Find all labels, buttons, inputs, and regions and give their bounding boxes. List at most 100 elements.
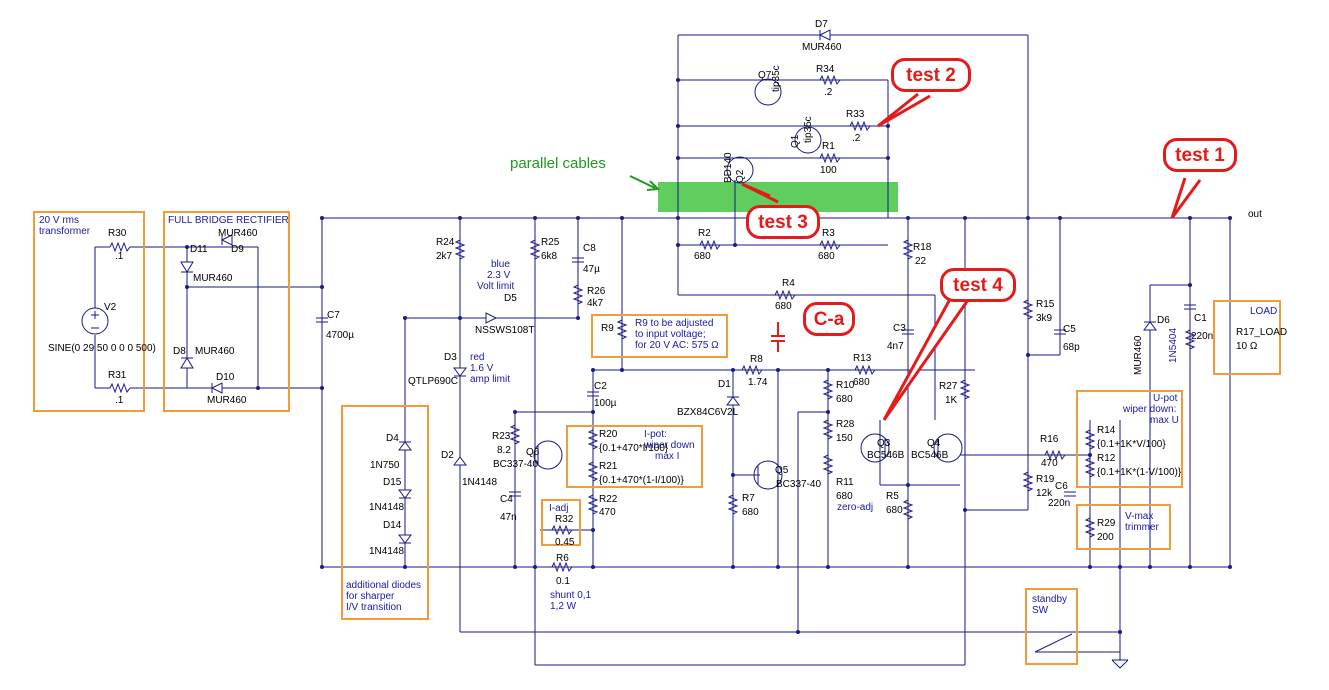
- value-c5: 68p: [1063, 342, 1080, 353]
- label-q5: Q5: [775, 465, 789, 476]
- value-d3: QTLP690C: [408, 376, 459, 387]
- label-r23: R23: [492, 431, 511, 442]
- label-q7: Q7: [758, 70, 772, 81]
- label-r8: R8: [750, 354, 763, 365]
- blue-led-note-3: Volt limit: [477, 281, 515, 292]
- transistors: [533, 78, 963, 490]
- value-r21: {0.1+470*(1-I/100)}: [599, 475, 684, 486]
- blue-led-note-1: blue: [491, 259, 510, 270]
- value-r22: 470: [599, 507, 616, 518]
- label-c2: C2: [594, 381, 607, 392]
- value-q1: tip35c: [803, 116, 814, 143]
- test1-callout: test 1: [1163, 138, 1237, 172]
- label-r28: R28: [836, 419, 855, 430]
- value-c3: 4n7: [887, 341, 904, 352]
- transformer-note-1: 20 V rms: [39, 215, 80, 226]
- label-q1: Q1: [790, 134, 801, 148]
- ca-capacitor-marker: [771, 322, 785, 352]
- label-r21: R21: [599, 461, 618, 472]
- value-r34: .2: [824, 87, 833, 98]
- r9-note-1: R9 to be adjusted: [635, 318, 714, 329]
- value-c1: 220n: [1191, 331, 1214, 342]
- value-d11: MUR460: [193, 273, 233, 284]
- value-r23: 8.2: [497, 445, 511, 456]
- capacitors: [316, 257, 1196, 497]
- label-r1: R1: [822, 141, 835, 152]
- standby-note-2: SW: [1032, 605, 1049, 616]
- value-d15: 1N4148: [369, 502, 405, 513]
- value-r7: 680: [742, 507, 759, 518]
- value-d4: 1N750: [370, 460, 400, 471]
- value-q6: BC337-40: [493, 459, 539, 470]
- v2-source: [81, 307, 109, 335]
- value-v2: SINE(0 29 50 0 0 0 500): [48, 343, 156, 354]
- value-r18: 22: [915, 256, 927, 267]
- label-c3: C3: [893, 323, 906, 334]
- value-r13: 680: [853, 377, 870, 388]
- label-r18: R18: [913, 242, 932, 253]
- parallel-cables-note: parallel cables: [510, 155, 606, 172]
- resistors: [109, 74, 1196, 573]
- value-d6-mur: MUR460: [1133, 335, 1144, 375]
- extra-diodes-note-2: for sharper: [346, 591, 395, 602]
- label-c5: C5: [1063, 324, 1076, 335]
- label-r20: R20: [599, 429, 618, 440]
- standby-switch: [1034, 633, 1129, 669]
- label-d11: D11: [190, 244, 208, 255]
- label-r26: R26: [587, 286, 606, 297]
- iadj-note: I-adj: [549, 503, 569, 514]
- value-d7: MUR460: [802, 42, 842, 53]
- ca-callout: C-a: [803, 302, 855, 336]
- test2-callout: test 2: [891, 58, 971, 92]
- value-r16: 470: [1041, 458, 1058, 469]
- value-r8: 1.74: [748, 377, 768, 388]
- value-r28: 150: [836, 433, 853, 444]
- label-q2: Q2: [735, 169, 746, 183]
- ipot-box: [566, 425, 703, 488]
- label-c7: C7: [327, 310, 340, 321]
- label-d14: D14: [383, 520, 402, 531]
- value-c8: 47µ: [583, 264, 600, 275]
- value-r6: 0.1: [556, 576, 570, 587]
- value-r3: 680: [818, 251, 835, 262]
- upot-box: [1076, 390, 1183, 488]
- label-d5: D5: [504, 293, 517, 304]
- value-c6: 220n: [1048, 498, 1071, 509]
- value-d14: 1N4148: [369, 546, 405, 557]
- value-r2: 680: [694, 251, 711, 262]
- extra-diodes-box: [341, 405, 429, 620]
- standby-note-1: standby: [1032, 594, 1068, 605]
- shunt-note-1: shunt 0,1: [550, 590, 592, 601]
- value-r5: 680: [886, 505, 903, 516]
- iadj-box: [541, 499, 581, 546]
- parallel-arrow: [629, 175, 656, 189]
- label-r2: R2: [698, 228, 711, 239]
- label-r32: R32: [555, 514, 574, 525]
- label-r31: R31: [108, 370, 127, 381]
- vmax-note-1: V-max: [1125, 511, 1154, 522]
- upot-note-3: max U: [1150, 415, 1179, 426]
- value-d6: 1N5404: [1168, 327, 1179, 363]
- label-d10: D10: [216, 372, 235, 383]
- extra-diodes-note-3: I/V transition: [346, 602, 402, 613]
- value-r33: .2: [852, 133, 861, 144]
- ipot-note-2: wiper down: [644, 440, 695, 451]
- label-c1: C1: [1194, 313, 1207, 324]
- label-r25: R25: [541, 237, 560, 248]
- value-d1: BZX84C6V2L: [677, 407, 739, 418]
- label-r11: R11: [836, 477, 854, 488]
- red-led-note-2: 1.6 V: [470, 363, 494, 374]
- value-r15: 3k9: [1036, 313, 1053, 324]
- ipot-note-3: max I: [655, 451, 680, 462]
- value-r26: 4k7: [587, 298, 604, 309]
- value-r17: 10 Ω: [1236, 341, 1258, 352]
- label-d9: D9: [231, 244, 244, 255]
- ipot-note-1: I-pot:: [644, 429, 667, 440]
- value-r27: 1K: [945, 395, 958, 406]
- rectifier-title: FULL BRIDGE RECTIFIER: [168, 215, 289, 226]
- label-d3: D3: [444, 352, 457, 363]
- label-r22: R22: [599, 494, 618, 505]
- label-r27: R27: [939, 381, 958, 392]
- label-d2: D2: [441, 450, 454, 461]
- label-r4: R4: [782, 278, 795, 289]
